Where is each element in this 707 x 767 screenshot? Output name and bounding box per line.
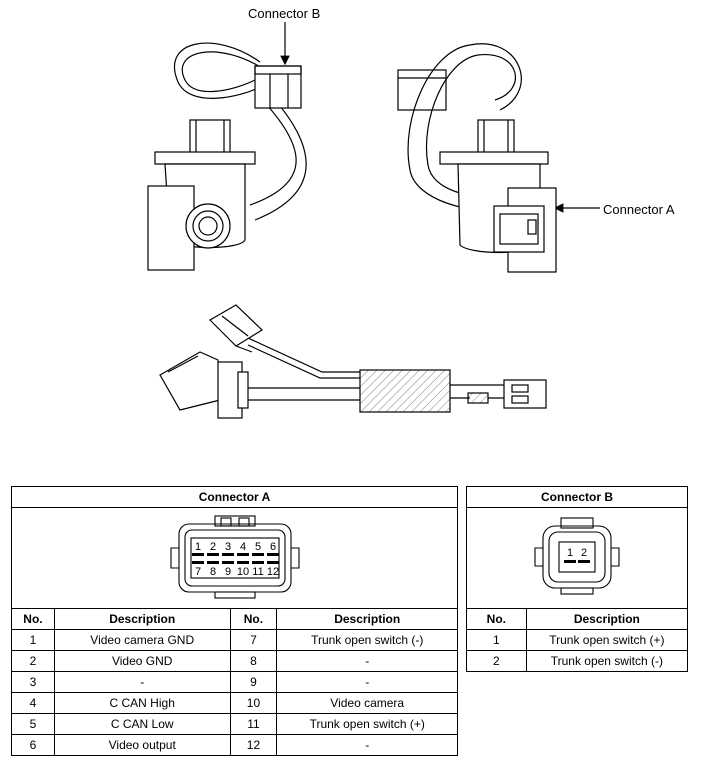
table-row: 1 Trunk open switch (+) bbox=[466, 629, 689, 651]
pin-number: 8 bbox=[229, 650, 278, 672]
pin-number: 6 bbox=[11, 734, 55, 756]
pin-number: 5 bbox=[11, 713, 55, 735]
pin-number: 7 bbox=[229, 629, 278, 651]
pin-label: 6 bbox=[269, 541, 275, 553]
header-no: No. bbox=[229, 608, 278, 630]
header-description: Description bbox=[525, 608, 689, 630]
connector-a-table: Connector A 1 2 3 bbox=[11, 486, 458, 756]
connector-b-face-drawing: 1 2 bbox=[534, 517, 620, 595]
pin-label: 2 bbox=[209, 541, 215, 553]
camera-illustration bbox=[147, 22, 600, 419]
pin-label: 3 bbox=[224, 541, 230, 553]
pin-description: Video camera bbox=[276, 692, 458, 714]
connector-b-callout: Connector B bbox=[248, 6, 321, 21]
header-no: No. bbox=[466, 608, 527, 630]
pin-number: 1 bbox=[466, 629, 527, 651]
header-no: No. bbox=[11, 608, 55, 630]
pin-description: Trunk open switch (+) bbox=[276, 713, 458, 735]
pin-number: 3 bbox=[11, 671, 55, 693]
pin-description: C CAN Low bbox=[53, 713, 231, 735]
table-row: 5 C CAN Low 11 Trunk open switch (+) bbox=[11, 713, 458, 735]
pin-description: Video GND bbox=[53, 650, 231, 672]
pin-label: 5 bbox=[254, 541, 260, 553]
pin-description: Video camera GND bbox=[53, 629, 231, 651]
table-row: 2 Trunk open switch (-) bbox=[466, 650, 689, 672]
connector-a-title: Connector A bbox=[11, 486, 458, 508]
pin-label: 11 bbox=[252, 566, 263, 578]
pin-description: - bbox=[53, 671, 231, 693]
pin-number: 4 bbox=[11, 692, 55, 714]
pin-number: 1 bbox=[11, 629, 55, 651]
pin-description: Trunk open switch (-) bbox=[525, 650, 689, 672]
connector-b-face: 1 2 bbox=[466, 507, 688, 609]
pin-label: 12 bbox=[266, 566, 278, 578]
connector-a-face-drawing: 1 2 3 4 5 6 bbox=[169, 515, 300, 599]
pin-number: 2 bbox=[11, 650, 55, 672]
pin-description: - bbox=[276, 650, 458, 672]
pin-description: Trunk open switch (+) bbox=[525, 629, 689, 651]
pin-number: 11 bbox=[229, 713, 278, 735]
pin-label: 10 bbox=[236, 566, 248, 578]
pin-number: 10 bbox=[229, 692, 278, 714]
camera-side-view bbox=[159, 304, 547, 419]
connector-a-callout: Connector A bbox=[603, 202, 675, 217]
pin-label: 9 bbox=[224, 566, 230, 578]
table-row: 3 - 9 - bbox=[11, 671, 458, 693]
connector-b-title: Connector B bbox=[466, 486, 688, 508]
table-row: 4 C CAN High 10 Video camera bbox=[11, 692, 458, 714]
table-header-row: No. Description bbox=[466, 608, 689, 630]
connector-a-face: 1 2 3 4 5 6 bbox=[11, 507, 458, 609]
connector-b-table: Connector B 1 2 bbox=[466, 486, 689, 672]
table-header-row: No. Description No. Description bbox=[11, 608, 458, 630]
pin-description: C CAN High bbox=[53, 692, 231, 714]
pin-description: - bbox=[276, 671, 458, 693]
table-row: 2 Video GND 8 - bbox=[11, 650, 458, 672]
table-row: 1 Video camera GND 7 Trunk open switch (… bbox=[11, 629, 458, 651]
pin-number: 12 bbox=[229, 734, 278, 756]
pin-description: Trunk open switch (-) bbox=[276, 629, 458, 651]
header-description: Description bbox=[53, 608, 231, 630]
pin-label: 2 bbox=[581, 547, 587, 559]
pin-label: 4 bbox=[239, 541, 245, 553]
camera-right-view bbox=[397, 43, 557, 273]
pin-label: 1 bbox=[567, 547, 573, 559]
pin-label: 8 bbox=[209, 566, 215, 578]
pin-label: 1 bbox=[194, 541, 200, 553]
pin-description: - bbox=[276, 734, 458, 756]
pin-number: 2 bbox=[466, 650, 527, 672]
pin-number: 9 bbox=[229, 671, 278, 693]
table-row: 6 Video output 12 - bbox=[11, 734, 458, 756]
pin-description: Video output bbox=[53, 734, 231, 756]
pin-label: 7 bbox=[194, 566, 200, 578]
camera-left-view bbox=[147, 42, 307, 271]
header-description: Description bbox=[276, 608, 458, 630]
